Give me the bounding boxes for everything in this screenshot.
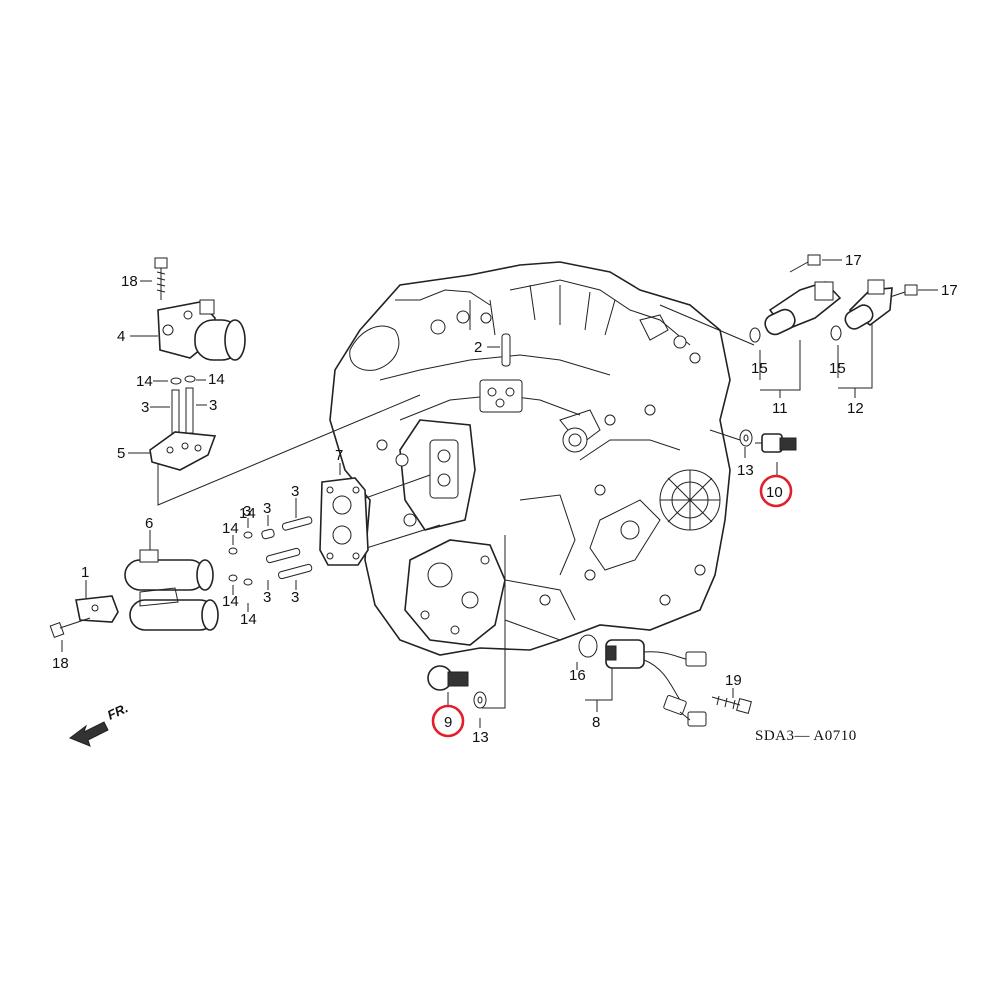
solenoid-4 <box>157 299 246 361</box>
bolt-19 <box>711 695 752 714</box>
callout-11: 11 <box>772 400 788 417</box>
oring-14-pair <box>170 375 196 385</box>
sensor-11 <box>764 281 842 336</box>
callout-17: 17 <box>845 252 862 269</box>
callout-6: 6 <box>145 515 153 532</box>
callout-3: 3 <box>141 399 149 416</box>
callout-15: 15 <box>829 360 846 377</box>
bracket-1 <box>75 595 119 623</box>
dowel-pin-2 <box>501 333 511 367</box>
callout-18: 18 <box>121 273 138 290</box>
callout-7: 7 <box>335 447 343 464</box>
callout-5: 5 <box>117 445 125 462</box>
callout-14: 14 <box>240 611 257 628</box>
callout-14: 14 <box>222 520 239 537</box>
bolt-18-top <box>154 257 168 300</box>
callout-10: 10 <box>766 484 783 501</box>
callout-18: 18 <box>52 655 69 672</box>
callout-14: 14 <box>208 371 225 388</box>
callout-9: 9 <box>444 714 452 731</box>
callout-3: 3 <box>209 397 217 414</box>
sensor-12 <box>844 279 893 330</box>
highlight-marks <box>431 474 793 738</box>
harness-8 <box>605 639 707 727</box>
callout-3: 3 <box>263 500 271 517</box>
gasket-7 <box>319 477 369 566</box>
callout-14: 14 <box>222 593 239 610</box>
callout-4: 4 <box>117 328 125 345</box>
small-parts-cluster <box>228 516 313 586</box>
callout-13: 13 <box>737 462 754 479</box>
pressure-switch-9 <box>427 665 469 691</box>
callout-labels: 18 4 14 14 3 3 5 2 7 6 1 18 14 3 3 14 3 … <box>52 252 958 746</box>
highlight-circle-10 <box>759 474 793 508</box>
solenoid-6 <box>124 549 219 631</box>
callout-12: 12 <box>847 400 864 417</box>
callout-3: 3 <box>243 503 251 520</box>
callout-2: 2 <box>474 339 482 356</box>
callout-19: 19 <box>725 672 742 689</box>
highlight-circle-9 <box>431 704 465 738</box>
bolt-18-bottom <box>49 617 91 638</box>
callout-3: 3 <box>263 589 271 606</box>
callout-13: 13 <box>472 729 489 746</box>
callout-3: 3 <box>291 589 299 606</box>
callout-14: 14 <box>239 505 256 522</box>
transmission-housing <box>329 261 731 656</box>
front-direction-arrow: FR. <box>68 700 130 747</box>
pressure-switch-10 <box>755 433 797 453</box>
callout-3: 3 <box>291 483 299 500</box>
front-label: FR. <box>105 700 130 722</box>
callout-15: 15 <box>751 360 768 377</box>
callout-1: 1 <box>81 564 89 581</box>
drawing-code: SDA3— A0710 <box>755 728 857 744</box>
leader-lines <box>61 259 938 728</box>
plate-5 <box>149 431 217 471</box>
washer-13-top <box>739 429 753 447</box>
pipe-3-pair <box>171 387 194 436</box>
callout-8: 8 <box>592 714 600 731</box>
washer-13-bottom <box>473 691 487 709</box>
callout-17: 17 <box>941 282 958 299</box>
oring-16 <box>578 634 598 658</box>
bolt-17-left <box>789 254 821 273</box>
callout-14: 14 <box>136 373 153 390</box>
bolt-17-right <box>889 284 918 298</box>
callout-16: 16 <box>569 667 586 684</box>
oring-15-pair <box>749 325 842 343</box>
